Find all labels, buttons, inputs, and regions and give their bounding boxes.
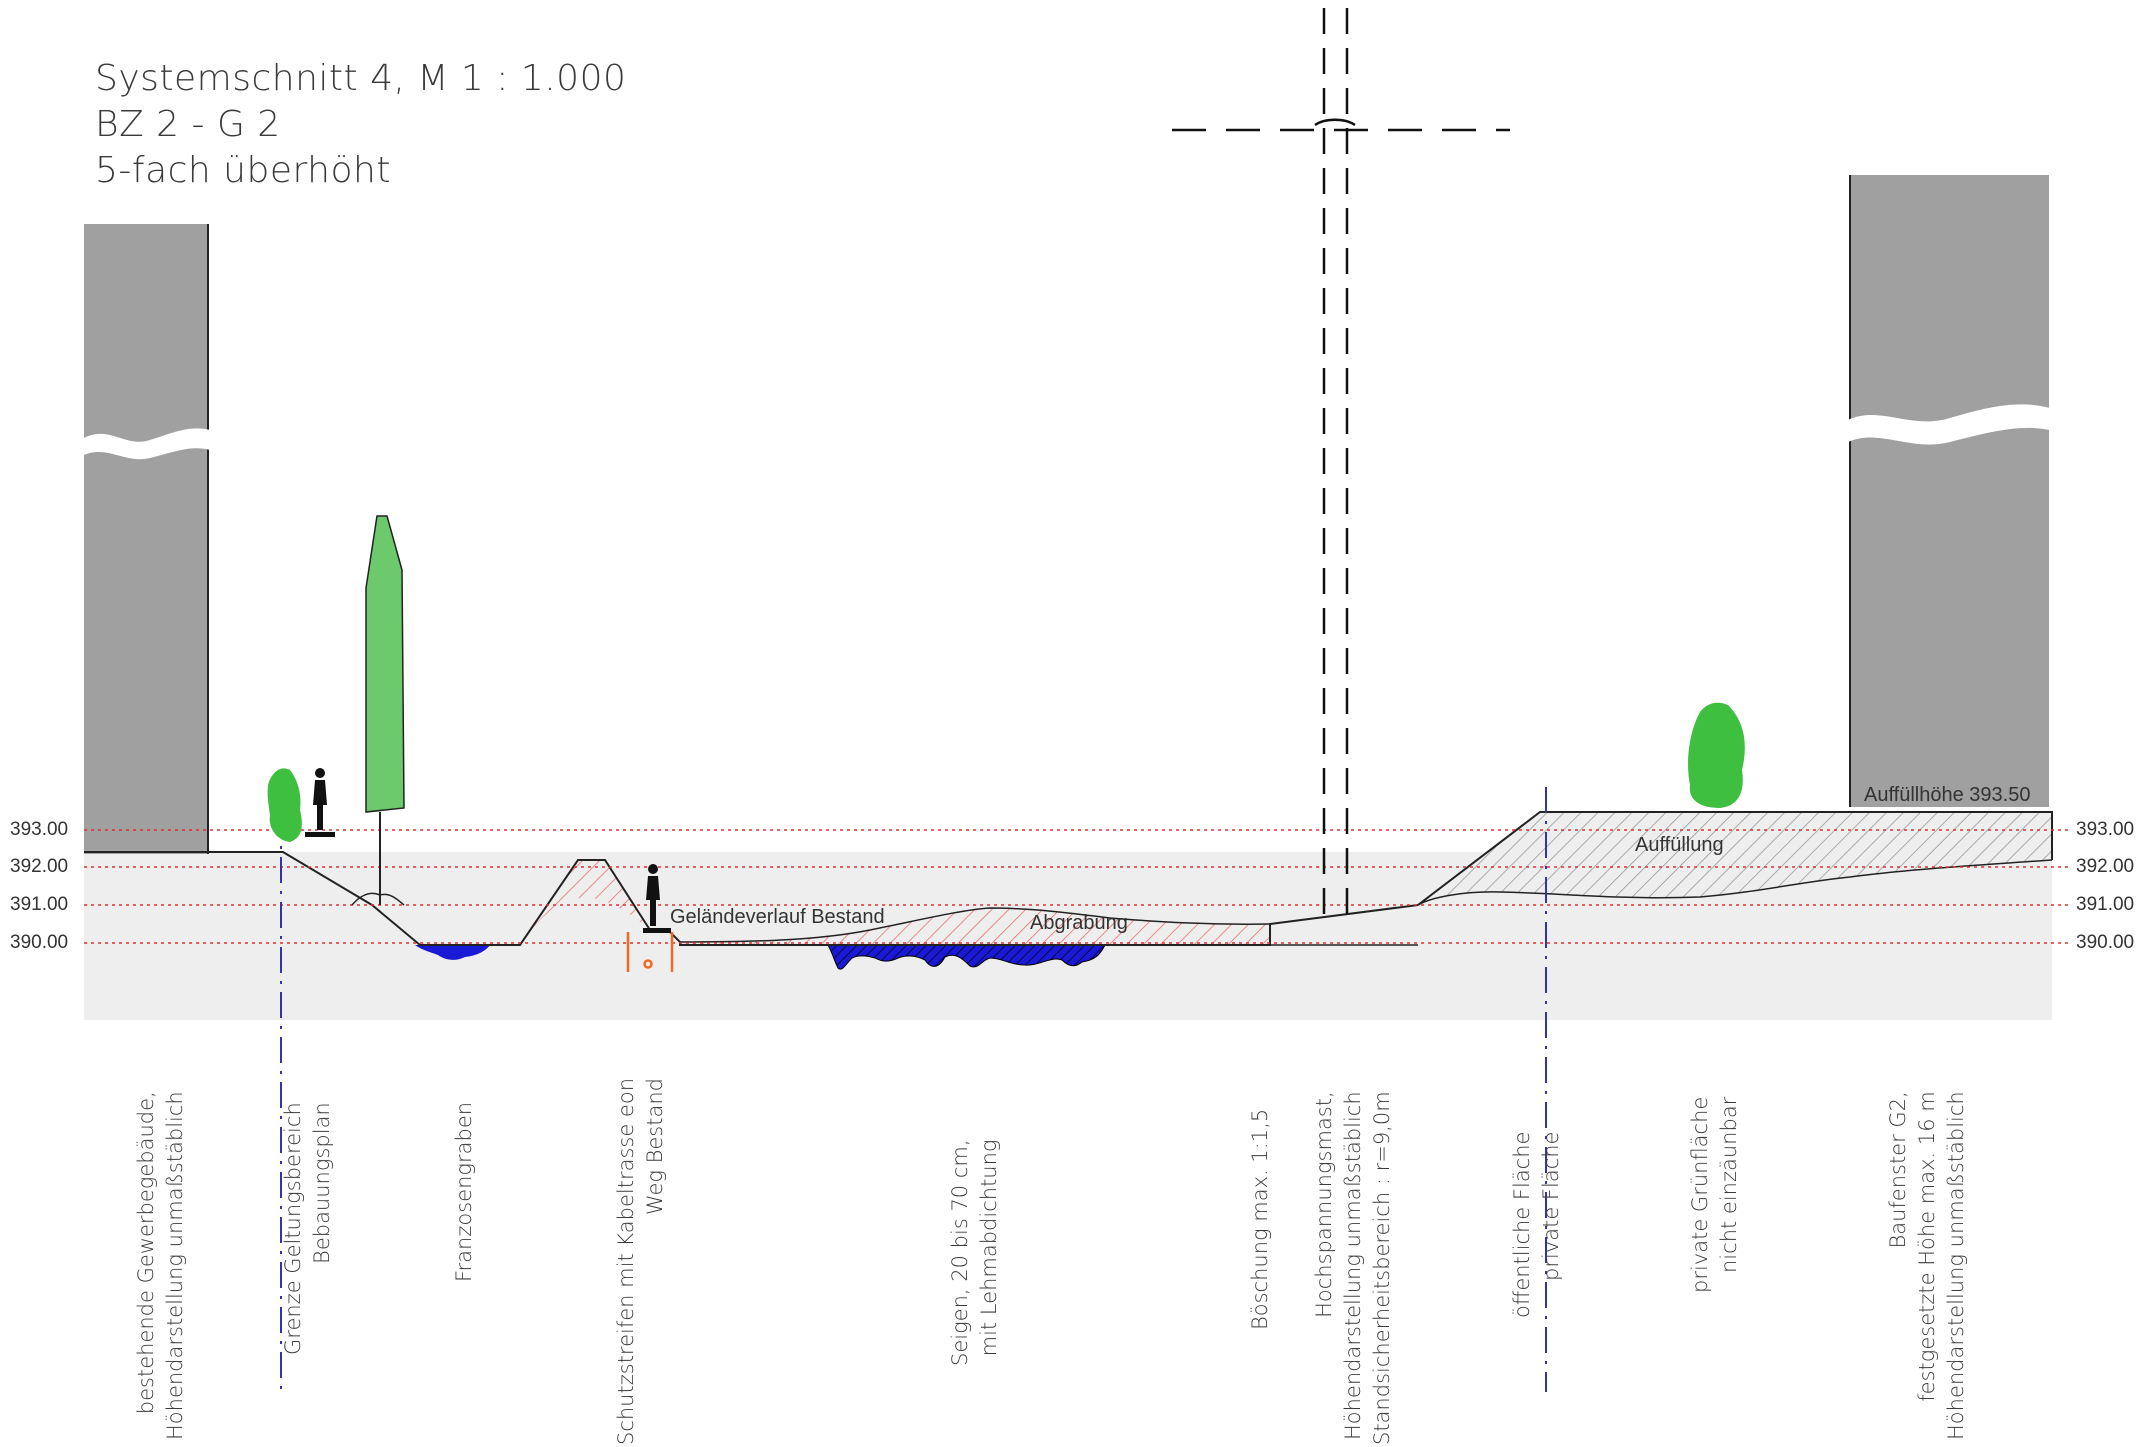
- level-label-left-392: 392.00: [10, 856, 69, 877]
- fill-outline: [1417, 811, 2053, 906]
- level-label-right-391: 391.00: [2076, 894, 2135, 915]
- fill-area-hatch: [1418, 812, 2052, 905]
- title-line-3: 5-fach überhöht: [95, 150, 391, 191]
- ditch-water: [415, 945, 490, 960]
- person-figure-path: [643, 864, 671, 933]
- annotation-text: Franzosengraben: [452, 1101, 476, 1282]
- annotation-text: Seigen, 20 bis 70 cm,: [948, 1139, 972, 1366]
- building-window-g2: [1848, 175, 2050, 807]
- shrub-left: [267, 768, 302, 842]
- excavation-area-hatch: [680, 908, 1270, 945]
- ground-fill-left: [84, 852, 420, 945]
- annotation-text: Hochspannungsmast,: [1312, 1091, 1336, 1318]
- level-label-right-392: 392.00: [2076, 856, 2135, 877]
- title-line-2: BZ 2 - G 2: [95, 104, 281, 145]
- level-label-left-390: 390.00: [10, 932, 69, 953]
- shrub-right: [1688, 702, 1745, 808]
- label-excavation: Abgrabung: [1030, 912, 1128, 934]
- annotation-text: Höhendarstellung unmaßstäblich: [1944, 1091, 1968, 1440]
- annotation-text: nicht einzäunbar: [1717, 1096, 1741, 1273]
- annotation-text: mit Lehmabdichtung: [977, 1139, 1001, 1357]
- annotation-text: Standsicherheitsbereich : r=9,0m: [1370, 1091, 1394, 1445]
- label-fill: Auffüllung: [1635, 834, 1724, 856]
- level-label-left-391: 391.00: [10, 894, 69, 915]
- annotation-text: Höhendarstellung unmaßstäblich: [163, 1091, 187, 1440]
- existing-terrain-under-fill: [1417, 859, 2053, 906]
- annotation-text: Höhendarstellung unmaßstäblich: [1341, 1091, 1365, 1441]
- annotation-text: bestehende Gewerbegebäude,: [134, 1091, 158, 1415]
- high-voltage-mast: [1172, 8, 1510, 920]
- person-figure-left: [305, 768, 335, 837]
- annotation-text: Schutzstreifen mit Kabeltrasse eon: [614, 1078, 638, 1445]
- annotation-text: Weg Bestand: [643, 1078, 667, 1216]
- annotation-text: Böschung max. 1:1,5: [1248, 1108, 1272, 1330]
- level-label-right-393: 393.00: [2076, 819, 2135, 840]
- level-label-left-393: 393.00: [10, 819, 69, 840]
- level-lines: [84, 829, 2070, 944]
- annotation-text: öffentliche Fläche: [1510, 1131, 1534, 1318]
- annotation-text: Grenze Geltungsbereich: [281, 1102, 305, 1355]
- annotation-text: Baufenster G2,: [1886, 1091, 1910, 1249]
- cable-trace-marker: [626, 932, 674, 972]
- title-line-1: Systemschnitt 4, M 1 : 1.000: [95, 58, 627, 99]
- label-fill-height: Auffüllhöhe 393.50: [1864, 784, 2031, 806]
- terrain-line: [84, 851, 1419, 946]
- level-label-right-390: 390.00: [2076, 932, 2135, 953]
- poplar-tree: [351, 515, 405, 906]
- annotation-text: festgesetzte Höhe max. 16 m: [1915, 1091, 1939, 1402]
- annotation-text: private Fläche: [1539, 1131, 1563, 1282]
- excavation-terrain-line: [679, 907, 1271, 943]
- label-existing-terrain: Geländeverlauf Bestand: [670, 906, 885, 928]
- seigen-water: [827, 944, 1106, 970]
- annotation-text: Bebauungsplan: [310, 1102, 334, 1264]
- existing-commercial-building: [84, 224, 210, 854]
- annotation-text: private Grünfläche: [1688, 1096, 1712, 1293]
